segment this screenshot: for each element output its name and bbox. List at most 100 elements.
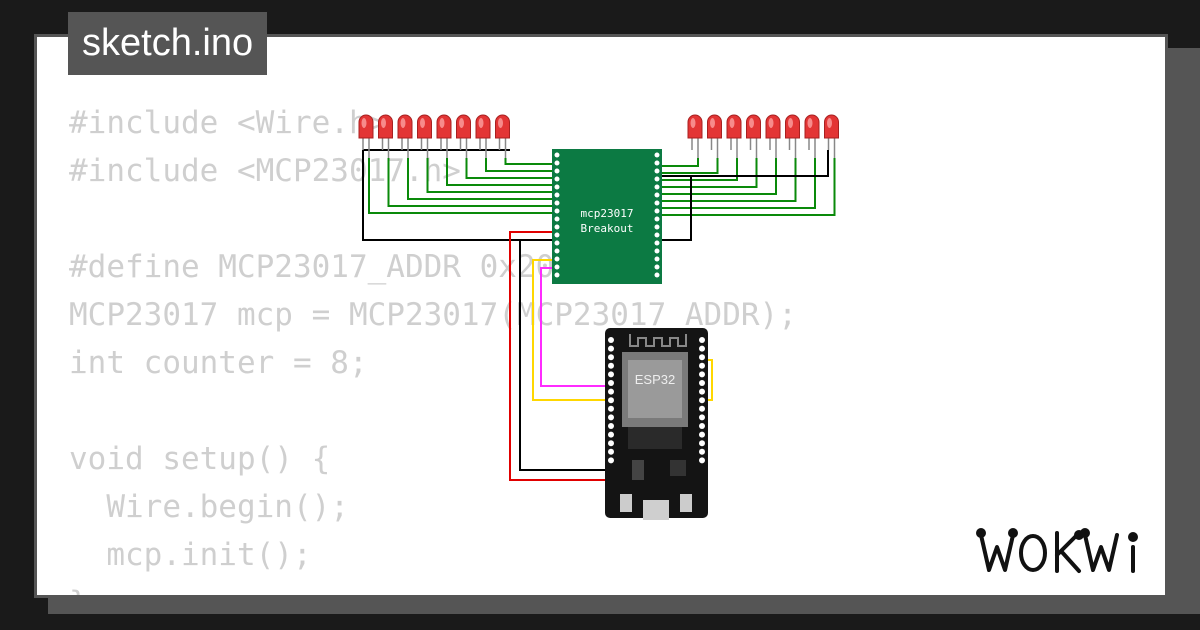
breakout-pin [554,272,560,278]
led [746,114,761,158]
esp32-pin [699,388,705,395]
esp32-pin [699,457,705,464]
led-body [495,114,510,139]
esp32-pin [608,448,614,455]
esp32-pin [608,414,614,421]
signal-wire [387,158,552,207]
led-body [475,114,491,139]
esp32-pin [608,380,614,386]
led-body [726,114,742,139]
breakout-pin [654,176,660,182]
breakout-pin [554,184,560,190]
usb-chip [670,460,686,476]
signal-wire [426,158,552,193]
esp32-pin [608,362,614,369]
led-body [456,114,471,139]
breakout-pin [654,224,660,230]
signal-wire [368,158,552,214]
esp32-label: ESP32 [635,372,675,387]
signal-wire [662,158,797,202]
signal-wire [662,158,699,167]
led-body [746,114,761,139]
breakout-pin [554,176,560,182]
breakout-pin [554,256,560,262]
esp32-pin [699,431,705,438]
esp32-board[interactable]: ESP32 [605,328,708,520]
wokwi-logo [976,528,1138,573]
code-line: #include <MCP23017.h> [69,153,461,189]
led [804,114,820,158]
code-editor[interactable]: #include <Wire.h>#include <MCP23017.h>#d… [69,99,797,595]
breakout-pin [554,232,560,238]
signal-wire [465,158,552,179]
led-body [765,114,781,139]
breakout-pin [654,168,660,174]
breakout-pin [554,160,560,166]
led-body [417,114,432,139]
breakout-pin [654,264,660,270]
esp32-pin [608,354,614,361]
regulator-chip [632,460,644,480]
boot-button[interactable] [620,494,632,512]
mcp23017-breakout[interactable]: mcp23017 Breakout [552,149,662,284]
esp32-pin [699,354,705,361]
led-body [397,114,413,139]
esp32-pin [699,405,705,412]
editor-card: #include <Wire.h>#include <MCP23017.h>#d… [34,34,1168,598]
esp32-pin [608,337,614,343]
led-highlight [439,118,445,128]
ground-wire [662,150,829,177]
esp32-module [628,360,682,418]
breakout-label-1: mcp23017 [581,207,634,220]
breakout-pin [654,240,660,246]
reset-button[interactable] [680,494,692,512]
led [456,114,471,158]
esp32-pin [608,457,614,464]
led-body [804,114,820,139]
esp32-pins [608,337,705,464]
breakout-pin [554,152,560,158]
esp32-pin [699,423,705,429]
signal-wire [662,158,719,174]
breakout-board [552,149,662,284]
led [687,114,703,158]
esp32-pin [699,380,705,386]
led-highlight [807,118,813,128]
signal-wire [485,158,552,172]
led [436,114,452,158]
led-body [436,114,452,139]
led-body [785,114,800,139]
led-body [687,114,703,139]
signal-wire [662,158,738,181]
led-highlight [749,118,754,128]
esp32-pin [699,345,705,352]
led [495,114,510,158]
led-highlight [400,118,406,128]
led-highlight [478,118,484,128]
breakout-pin [554,208,560,214]
code-line: mcp.init(); [69,537,312,573]
breakout-label-2: Breakout [581,222,634,235]
led-body [378,114,393,139]
signal-wire [407,158,552,200]
esp32-pin [699,440,705,447]
led-highlight [381,118,386,128]
led [358,114,374,158]
breakout-pin [654,272,660,278]
esp32-pin [699,397,705,404]
file-tab[interactable]: sketch.ino [68,12,268,75]
breakout-pin [554,264,560,270]
breakout-pin [654,256,660,262]
code-line: #define MCP23017_ADDR 0x20 [69,249,555,285]
esp32-pin [608,371,614,378]
esp32-pin [608,431,614,438]
esp32-pin [699,337,705,343]
esp32-module-base [628,427,682,449]
led-highlight [788,118,793,128]
signal-wire [662,158,777,195]
led-highlight [690,118,696,128]
esp32-pin [608,397,614,404]
breakout-pin [654,248,660,254]
led-highlight [710,118,715,128]
